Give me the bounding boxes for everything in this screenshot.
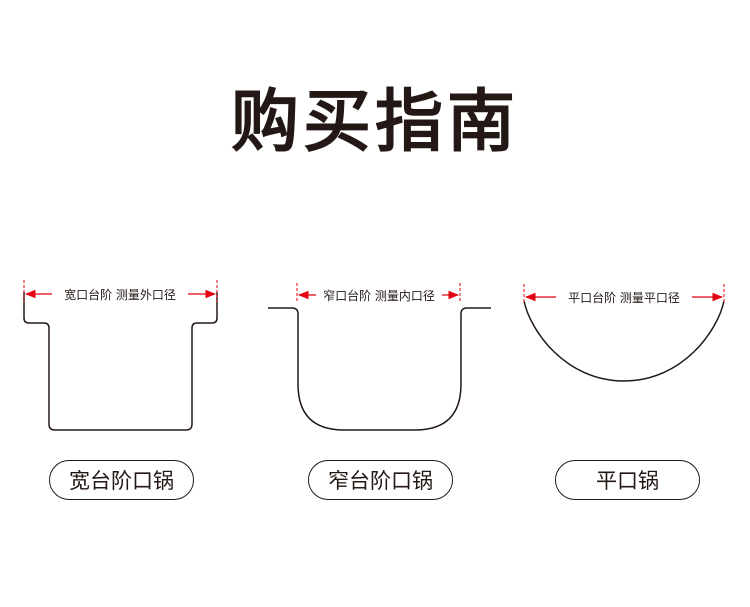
narrow-step-pot-outline: [268, 307, 491, 431]
wide-step-measure-label: 宽口台阶 测量外口径: [64, 287, 176, 302]
flat-rim-measure-label: 平口台阶 测量平口径: [568, 290, 680, 305]
page-title: 购买指南: [230, 83, 519, 162]
flat-rim-pot-label: 平口锅: [555, 460, 700, 500]
wide-step-pot-outline: [23, 292, 218, 431]
flat-rim-pot: 平口台阶 测量平口径: [523, 284, 725, 382]
flat-rim-pot-outline: [523, 300, 725, 382]
narrow-step-pot: 窄口台阶 测量内口径: [268, 283, 491, 431]
wide-step-pot: 宽口台阶 测量外口径: [23, 280, 218, 431]
narrow-step-measure-label: 窄口台阶 测量内口径: [323, 288, 435, 303]
wide-step-pot-label: 宽台阶口锅: [49, 460, 194, 500]
narrow-step-pot-label: 窄台阶口锅: [308, 460, 453, 500]
